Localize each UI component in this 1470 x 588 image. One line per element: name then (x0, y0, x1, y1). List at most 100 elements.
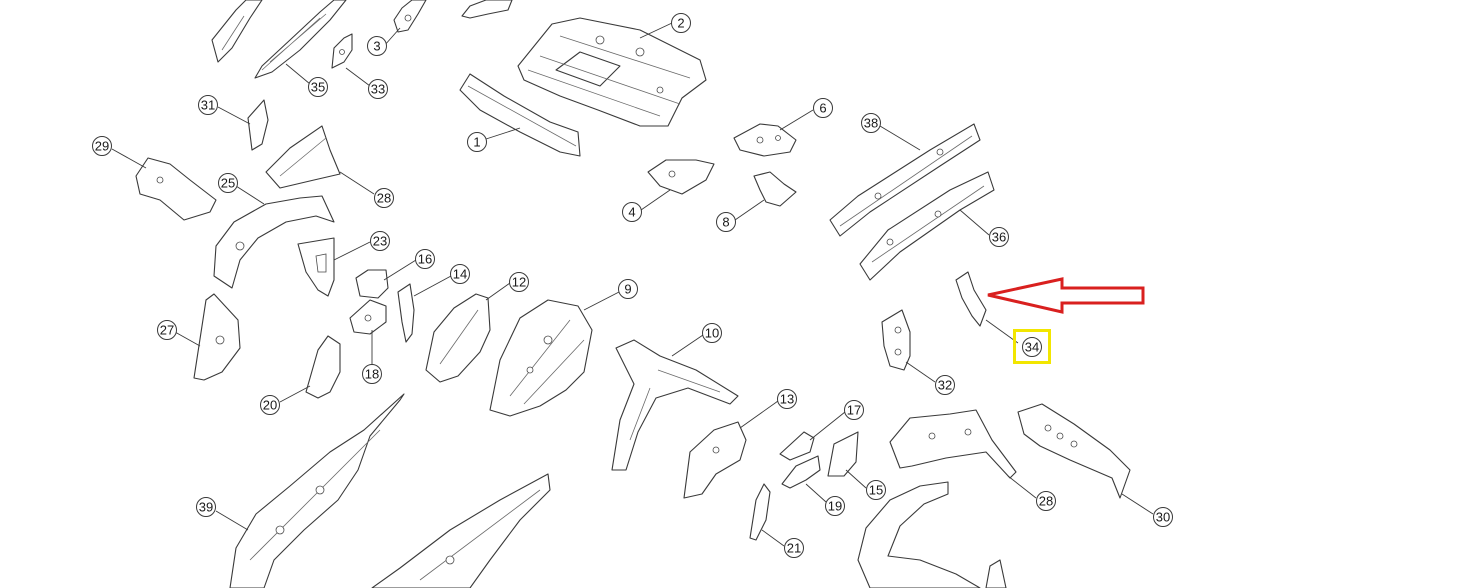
highlight-arrow (987, 277, 1145, 314)
callout-16: 17 (844, 400, 864, 420)
part-25 (193, 293, 241, 381)
part-28 (889, 409, 1017, 479)
svg-text:16: 16 (418, 252, 432, 267)
callout-33: 33 (368, 79, 388, 99)
svg-text:13: 13 (780, 392, 794, 407)
callout-35: 35 (308, 77, 328, 97)
svg-text:20: 20 (263, 398, 277, 413)
callout-25: 27 (157, 320, 177, 340)
part-39 (229, 393, 551, 588)
svg-text:6: 6 (819, 101, 826, 116)
svg-text:36: 36 (992, 230, 1006, 245)
callout-30: 30 (1153, 507, 1173, 527)
svg-text:10: 10 (705, 326, 719, 341)
part-9 (489, 299, 593, 417)
part-23 (213, 195, 335, 289)
callout-20: 21 (784, 538, 804, 558)
callout-38: 38 (861, 113, 881, 133)
highlight-box (1013, 329, 1051, 364)
part-16 (779, 431, 815, 461)
part-10 (611, 339, 739, 471)
part-34 (955, 271, 987, 327)
part-17 (349, 299, 387, 335)
callout-28: 28 (1036, 491, 1056, 511)
svg-text:39: 39 (199, 500, 213, 515)
svg-text:27: 27 (160, 323, 174, 338)
callout-2: 2 (671, 13, 691, 33)
svg-text:14: 14 (453, 267, 467, 282)
svg-text:17: 17 (847, 403, 861, 418)
part-8 (753, 171, 797, 207)
callout-14: 15 (866, 480, 886, 500)
callout-17: 18 (362, 364, 382, 384)
callout-31: 31 (198, 95, 218, 115)
svg-text:38: 38 (864, 116, 878, 131)
part-31 (247, 99, 269, 151)
part-38 (829, 123, 981, 237)
part-13 (397, 283, 415, 343)
callout-39: 39 (196, 497, 216, 517)
part-36 (859, 171, 995, 281)
svg-text:30: 30 (1156, 510, 1170, 525)
svg-text:1: 1 (473, 135, 480, 150)
callout-36: 36 (989, 227, 1009, 247)
callout-21: 23 (370, 231, 390, 251)
part-19 (305, 335, 341, 399)
callout-9: 9 (618, 279, 638, 299)
part-4 (647, 159, 715, 195)
part-21 (297, 237, 335, 297)
callout-18: 19 (825, 496, 845, 516)
callout-6: 6 (813, 98, 833, 118)
part-20 (749, 483, 771, 541)
callout-1: 1 (467, 132, 487, 152)
svg-text:15: 15 (869, 483, 883, 498)
part-wheel-arch (857, 481, 1007, 588)
part-33 (331, 33, 353, 69)
svg-text:21: 21 (787, 541, 801, 556)
part-3 (393, 0, 427, 33)
part-12 (683, 421, 747, 499)
callout-13: 14 (450, 264, 470, 284)
svg-text:33: 33 (371, 82, 385, 97)
callout-32: 32 (935, 375, 955, 395)
callout-11: 12 (509, 272, 529, 292)
callout-15: 16 (415, 249, 435, 269)
part-6 (733, 123, 797, 157)
svg-text:28: 28 (377, 191, 391, 206)
part-top-bracket (461, 0, 513, 19)
svg-text:32: 32 (938, 378, 952, 393)
part-18 (781, 455, 821, 489)
svg-text:3: 3 (373, 39, 380, 54)
svg-text:34: 34 (1025, 340, 1039, 355)
part-14 (827, 431, 859, 477)
svg-text:19: 19 (828, 499, 842, 514)
svg-text:2: 2 (677, 16, 684, 31)
svg-text:28: 28 (1039, 494, 1053, 509)
callout-23: 25 (218, 173, 238, 193)
callout-12: 13 (777, 389, 797, 409)
callout-8: 8 (716, 212, 736, 232)
svg-text:12: 12 (512, 275, 526, 290)
svg-text:18: 18 (365, 367, 379, 382)
callout-10: 10 (702, 323, 722, 343)
part-30 (1017, 403, 1131, 499)
part-29 (135, 157, 217, 221)
callout-3: 3 (367, 36, 387, 56)
leader-lines (111, 22, 1154, 547)
svg-text:25: 25 (221, 176, 235, 191)
svg-text:23: 23 (373, 234, 387, 249)
callout-34-highlighted: 34 (1013, 329, 1051, 364)
part-1 (459, 73, 581, 157)
svg-text:8: 8 (722, 215, 729, 230)
part-11 (425, 293, 491, 383)
part-15 (355, 269, 389, 299)
callout-19: 20 (260, 395, 280, 415)
part-2 (517, 17, 707, 127)
callout-27: 28 (374, 188, 394, 208)
svg-text:31: 31 (201, 98, 215, 113)
callout-4: 4 (622, 202, 642, 222)
part-35 (211, 0, 347, 79)
part-27 (265, 125, 341, 189)
